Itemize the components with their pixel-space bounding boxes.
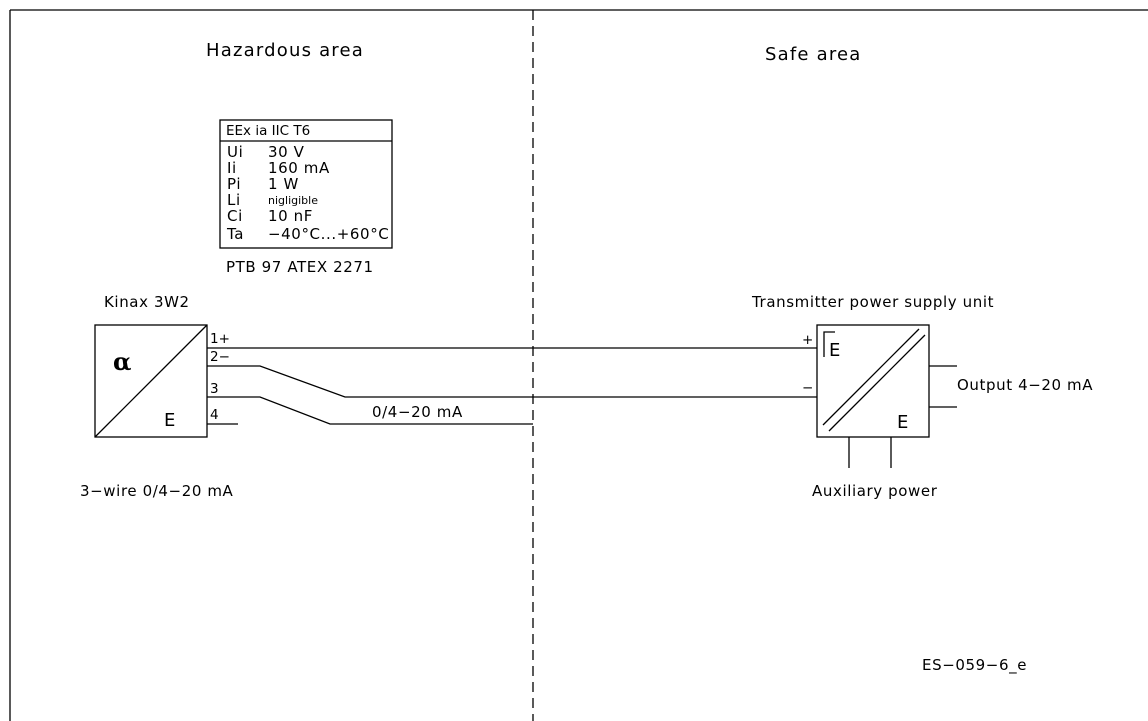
protection-type: EEx ia IIC T6 [226,123,310,139]
ci-value: 10 nF [268,207,313,225]
li-symbol: Li [227,191,241,209]
psu-input-bracket [823,331,835,357]
psu-diagonal-1 [822,328,920,426]
psu-plus-terminal: + [802,332,813,348]
transmitter-e-symbol: E [164,410,177,431]
signal-label: 0/4−20 mA [372,403,463,421]
transmitter-name: Kinax 3W2 [104,293,190,311]
aux-power-label: Auxiliary power [812,482,938,500]
terminal-1: 1+ [210,331,230,347]
psu-input-e-symbol: E [829,340,842,361]
wire-2-minus [207,365,817,398]
ci-symbol: Ci [227,207,243,225]
ii-symbol: Ii [227,159,237,177]
terminal-4: 4 [210,407,219,423]
power-supply-name: Transmitter power supply unit [751,293,994,311]
pi-symbol: Pi [227,175,241,193]
wiring [207,347,817,425]
output-label: Output 4−20 mA [957,376,1093,394]
psu-minus-terminal: − [802,380,813,396]
wire-3-signal [207,396,533,425]
ui-symbol: Ui [227,143,243,161]
ui-value: 30 V [268,143,305,161]
ii-value: 160 mA [268,159,330,177]
ta-value: −40°C...+60°C [268,225,389,243]
terminal-3: 3 [210,381,219,397]
psu-output-e-symbol: E [897,412,910,433]
pi-value: 1 W [268,175,299,193]
certification-box: EEx ia IIC T6 Ui 30 V Ii 160 mA Pi 1 W L… [219,119,393,249]
ta-symbol: Ta [226,225,244,243]
alpha-symbol: α [113,347,131,376]
power-supply-box [816,324,930,438]
drawing-number: ES−059−6_e [922,656,1027,675]
transmitter-type: 3−wire 0/4−20 mA [80,482,234,500]
cert-box-border [219,119,393,249]
terminal-2: 2− [210,349,230,365]
transmitter-block: α E [94,324,208,438]
psu-diagonal-2 [828,334,926,432]
certificate-number: PTB 97 ATEX 2271 [226,258,374,276]
li-value: nigligible [268,194,318,207]
transmitter-box [94,324,208,438]
hazardous-area-label: Hazardous area [206,40,364,61]
transmitter-diagonal [94,324,208,438]
power-supply-block: E E [816,324,930,438]
safe-area-label: Safe area [765,44,862,65]
